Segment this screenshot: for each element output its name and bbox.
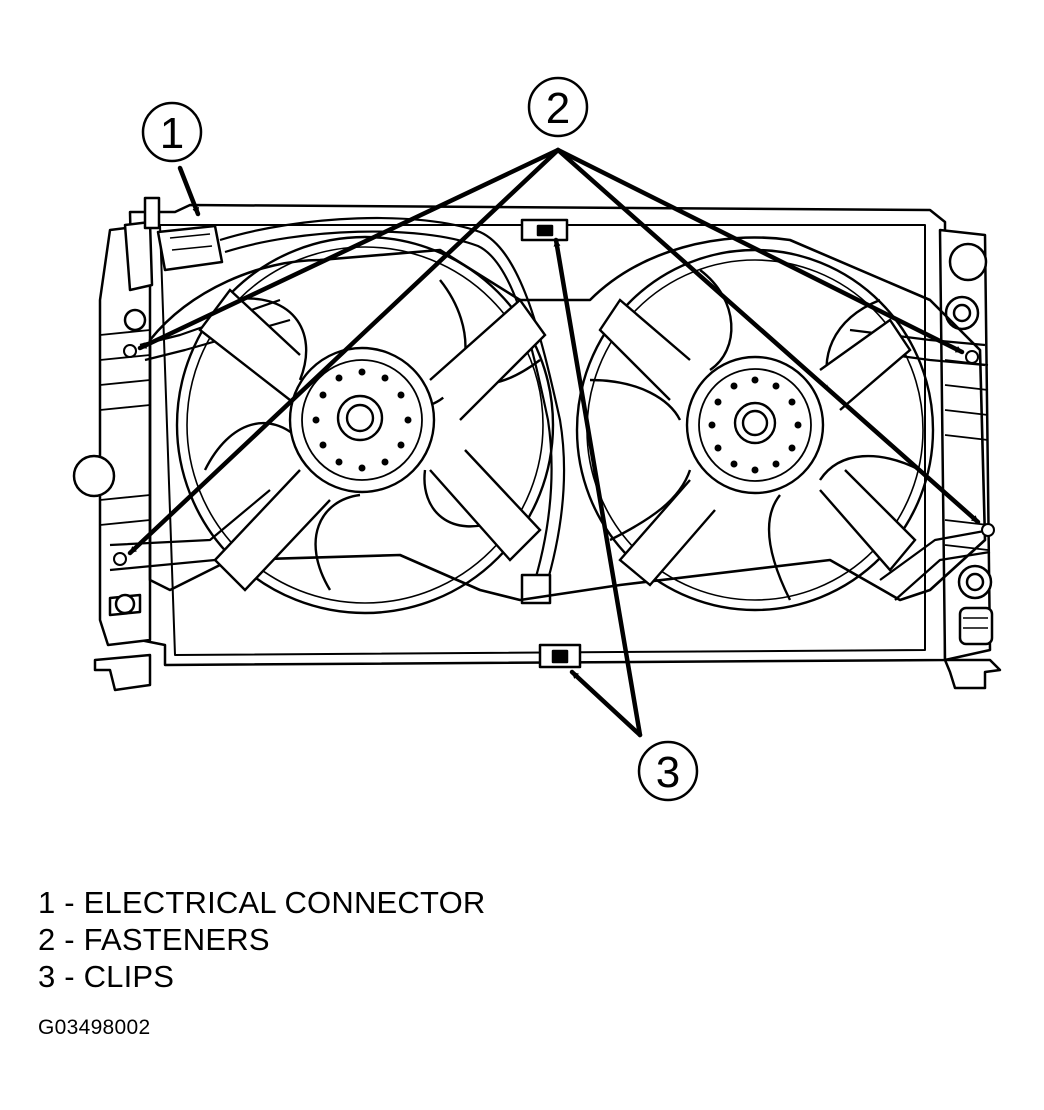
fastener-lower-right: [981, 523, 995, 537]
left-fan-bolt-ring: [312, 368, 412, 472]
callout-1: 1: [141, 101, 203, 163]
legend: 1 - ELECTRICAL CONNECTOR 2 - FASTENERS 3…: [38, 884, 486, 995]
fasteners: [113, 344, 995, 566]
leader-3-bottom: [569, 669, 643, 738]
right-fan-hub: [685, 355, 825, 495]
leader-3-top: [553, 237, 643, 738]
legend-item-clips: 3 - CLIPS: [38, 959, 175, 994]
leader-2-lower-left: [127, 147, 561, 556]
radiator-fan-diagram: 1 2 3: [72, 76, 1002, 802]
right-fan: [575, 248, 935, 612]
leader-2-upper-right: [555, 147, 965, 355]
legend-item-electrical-connector: 1 - ELECTRICAL CONNECTOR: [38, 885, 486, 920]
fastener-lower-left: [113, 552, 127, 566]
right-radiator-tank: [938, 228, 992, 662]
legend-item-fasteners: 2 - FASTENERS: [38, 922, 270, 957]
leader-1: [177, 165, 201, 217]
fastener-upper-left: [123, 344, 137, 358]
left-fan-hub: [288, 346, 436, 494]
callout-3: 3: [637, 740, 699, 802]
fastener-upper-right: [965, 350, 979, 364]
leader-2-upper-left: [137, 147, 561, 351]
svg-text:1: 1: [160, 109, 184, 158]
svg-text:3: 3: [656, 748, 680, 797]
callout-2: 2: [527, 76, 589, 138]
svg-text:2: 2: [546, 84, 570, 133]
figure-id: G03498002: [38, 1016, 151, 1039]
left-fan: [175, 235, 555, 615]
radiator-assembly: [72, 196, 1002, 692]
leader-2-lower-right: [555, 147, 981, 525]
leader-lines: [127, 147, 981, 738]
right-fan-bolt-ring: [708, 376, 802, 474]
